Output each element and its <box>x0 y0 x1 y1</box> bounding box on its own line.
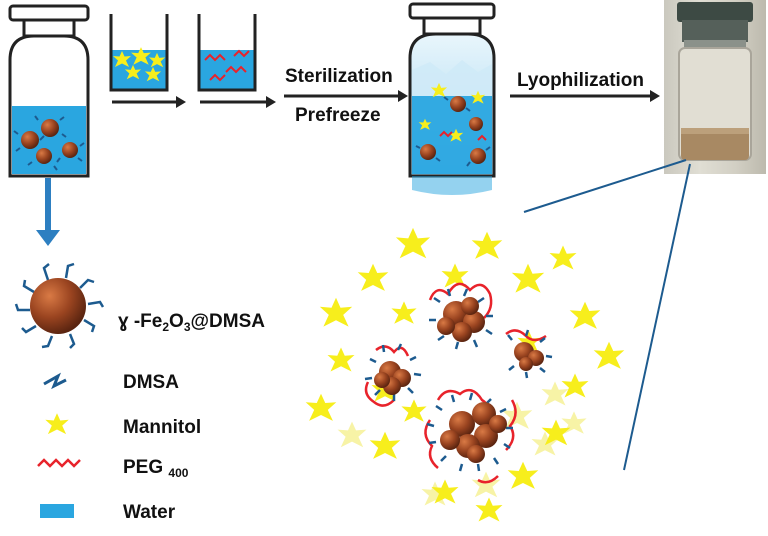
mannitol-crystals <box>305 227 625 522</box>
legend-water-label: Water <box>123 502 176 523</box>
legend-mannitol-label: Mannitol <box>123 417 202 438</box>
vial-frozen <box>408 2 496 195</box>
vial-solution <box>8 4 90 178</box>
down-arrow <box>36 178 60 246</box>
legend-water-icon <box>40 504 74 518</box>
zoomed-structure <box>305 227 625 522</box>
arrow-sterilization <box>284 90 408 102</box>
zoom-lines <box>523 159 691 471</box>
legend-mannitol-icon <box>45 413 69 435</box>
legend-particle-label: ɣ -Fe2O3@DMSA <box>118 311 265 334</box>
beaker-mannitol <box>109 14 169 92</box>
legend-peg-icon <box>37 458 81 468</box>
legend-dmsa-label: DMSA <box>123 372 179 393</box>
label-sterilization: Sterilization <box>285 66 393 87</box>
arrow-2 <box>200 96 276 108</box>
beaker-peg <box>197 14 257 92</box>
label-prefreeze: Prefreeze <box>295 105 381 126</box>
photo-lyophilized-vial <box>664 0 766 174</box>
np-cluster-vial1 <box>13 115 85 171</box>
legend-peg-label: PEG 400 <box>123 457 189 480</box>
label-lyophilization: Lyophilization <box>517 70 645 91</box>
arrow-lyophilization <box>510 90 660 102</box>
nanoparticle-clusters <box>364 288 553 472</box>
legend-particle-icon <box>14 262 105 349</box>
legend-dmsa-icon <box>43 372 67 390</box>
arrow-1 <box>112 96 186 108</box>
